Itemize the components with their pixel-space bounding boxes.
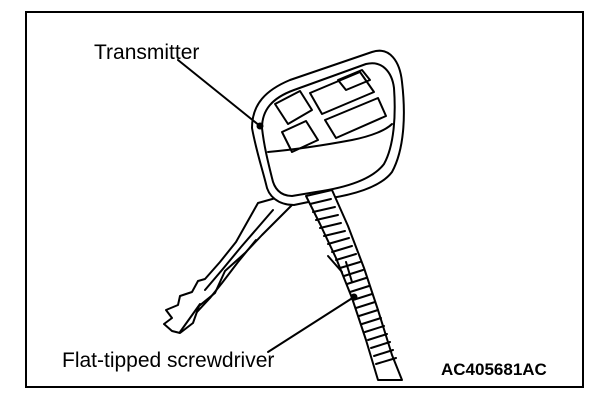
screwdriver-leader-dot — [350, 293, 358, 301]
transmitter-leader-dot — [256, 122, 264, 130]
panic-button — [309, 71, 375, 115]
transmitter-body — [251, 49, 405, 206]
screwdriver-label: Flat-tipped screwdriver — [62, 349, 275, 372]
transmitter-label: Transmitter — [94, 41, 200, 64]
figure-code: AC405681AC — [441, 360, 547, 379]
leader-lines — [177, 59, 358, 353]
screwdriver — [305, 189, 403, 381]
transmitter-leader-line — [177, 59, 261, 127]
key-blade — [163, 195, 293, 334]
trunk-button — [324, 97, 387, 139]
unlock-button — [281, 120, 319, 153]
lock-button — [274, 90, 313, 125]
screwdriver-leader-line — [267, 296, 355, 353]
